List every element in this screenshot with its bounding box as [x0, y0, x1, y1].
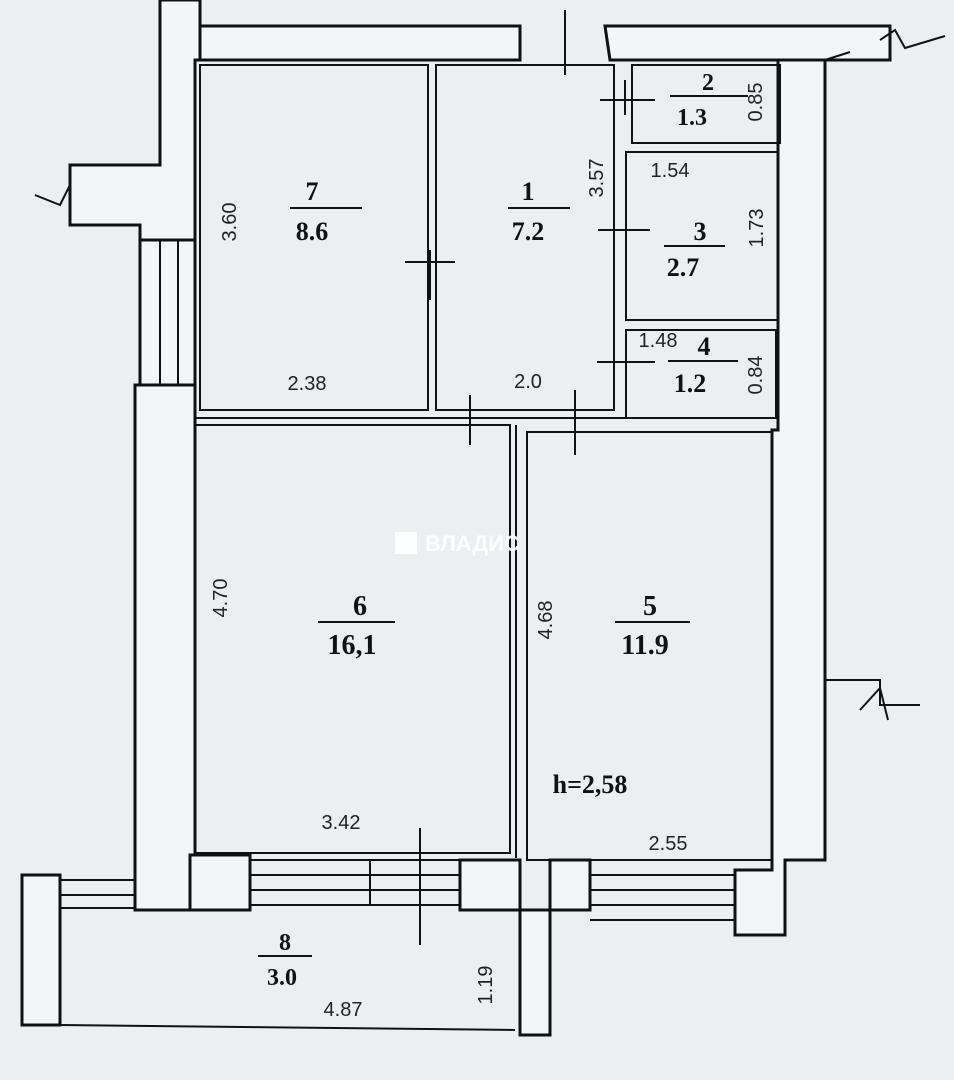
room-1-id: 1 — [522, 177, 535, 206]
room-6-id: 6 — [353, 591, 367, 622]
watermark: ВЛАДИС — [395, 531, 520, 556]
dim-room5-height: 4.68 — [535, 601, 557, 640]
room-4-area: 1.2 — [674, 369, 707, 398]
partitions — [194, 64, 781, 861]
dim-room4-width: 1.48 — [639, 330, 678, 352]
dim-room6-width: 3.42 — [322, 812, 361, 834]
room-4-id: 4 — [698, 332, 711, 361]
dim-room2-height: 0.85 — [745, 83, 767, 122]
room-6-area: 16,1 — [328, 630, 377, 661]
dim-room1-width: 2.0 — [514, 371, 542, 393]
dim-room5-width: 2.55 — [649, 833, 688, 855]
room-3-id: 3 — [694, 217, 707, 246]
dim-room3-height: 1.73 — [746, 209, 768, 248]
room-3-area: 2.7 — [667, 253, 700, 282]
room-7-area: 8.6 — [296, 217, 329, 246]
room-8-id: 8 — [279, 930, 291, 956]
room-7-id: 7 — [306, 177, 319, 206]
room-5-area: 11.9 — [621, 630, 668, 661]
walls — [20, 0, 946, 1037]
room-1-area: 7.2 — [512, 217, 545, 246]
house-icon — [395, 532, 417, 554]
room-2-id: 2 — [702, 70, 714, 96]
dim-room3-width: 1.54 — [651, 160, 690, 182]
dim-room6-height: 4.70 — [210, 579, 232, 618]
room-labels: 7 8.6 1 7.2 2 1.3 3 2.7 4 1.2 5 11.9 6 1… — [258, 70, 748, 991]
room-8-area: 3.0 — [267, 965, 297, 991]
dim-room8-height: 1.19 — [475, 966, 497, 1005]
dim-room7-height: 3.60 — [219, 203, 241, 242]
room-5-id: 5 — [643, 591, 657, 622]
dim-room7-width: 2.38 — [288, 373, 327, 395]
dim-room1-height: 3.57 — [586, 159, 608, 198]
dimension-labels: 3.60 2.38 3.57 2.0 0.85 1.54 1.73 1.48 0… — [210, 83, 768, 1021]
ceiling-height: h=2,58 — [553, 770, 628, 799]
room-2-area: 1.3 — [677, 105, 707, 131]
watermark-text: ВЛАДИС — [425, 531, 520, 556]
dim-room4-height: 0.84 — [745, 356, 767, 395]
dim-room8-width: 4.87 — [324, 999, 363, 1021]
